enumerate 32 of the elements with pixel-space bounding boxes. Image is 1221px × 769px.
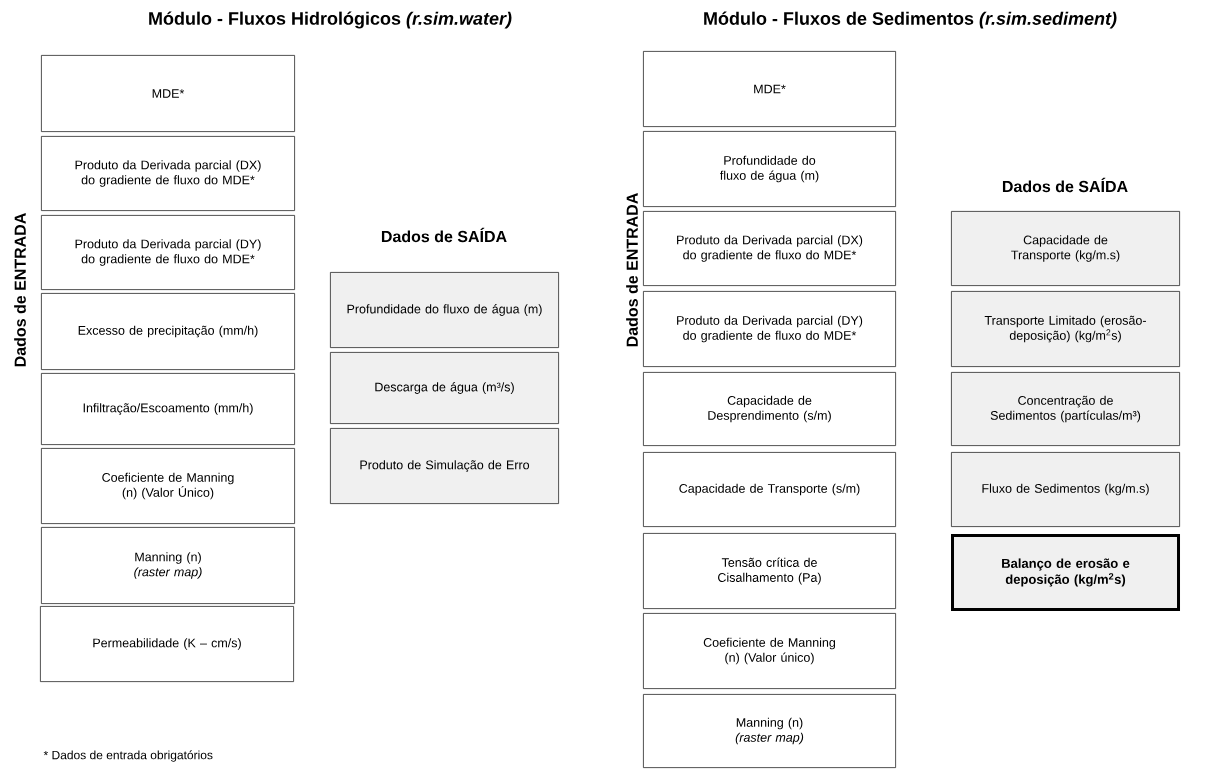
section-label: Dados de ENTRADA — [626, 193, 638, 347]
input-box: Profundidade do fluxo de água (m) — [643, 131, 896, 207]
output-box: Fluxo de Sedimentos (kg/m.s) — [951, 452, 1180, 527]
input-box: MDE* — [643, 51, 896, 127]
output-box: Capacidade de Transporte (kg/m.s) — [951, 211, 1180, 286]
input-box: Capacidade de Desprendimento (s/m) — [643, 372, 896, 446]
input-box: MDE* — [41, 55, 295, 132]
output-box: Concentração de Sedimentos (partículas/m³) — [951, 372, 1180, 446]
input-box: Coeficiente de Manning (n) (Valor Único) — [41, 448, 295, 524]
section-label: Dados de SAÍDA — [381, 227, 507, 243]
input-box: Coeficiente de Manning (n) (Valor único) — [643, 613, 896, 689]
input-box: Permeabilidade (K – cm/s) — [40, 606, 294, 682]
footnote: * Dados de entrada obrigatórios — [43, 750, 213, 762]
input-box: Produto da Derivada parcial (DY) do gradiente de fluxo do MDE* — [41, 215, 295, 290]
module-heading: Módulo - Fluxos Hidrológicos (r.sim.water) — [149, 11, 512, 29]
input-box: Excesso de precipitação (mm/h) — [41, 293, 295, 370]
section-label: Dados de SAÍDA — [1002, 177, 1128, 193]
section-label: Dados de ENTRADA — [14, 213, 26, 367]
output-box: Descarga de água (m³/s) — [330, 352, 559, 424]
output-box: Produto de Simulação de Erro — [330, 428, 559, 504]
result-box: Balanço de erosão e deposição (kg/m$^{2}$s) — [951, 534, 1180, 611]
input-box: Produto da Derivada parcial (DX) do gradiente de fluxo do MDE* — [41, 136, 295, 211]
input-box: Tensão crítica de Cisalhamento (Pa) — [643, 533, 896, 609]
input-box: Manning (n) (raster map) — [643, 694, 896, 768]
output-box: Transporte Limitado (erosão-deposição) (kg/m$^{2}$s) — [951, 291, 1180, 367]
input-box: Infiltração/Escoamento (mm/h) — [41, 373, 295, 445]
module-heading: Módulo - Fluxos de Sedimentos (r.sim.sediment) — [704, 11, 1117, 29]
output-box: Profundidade do fluxo de água (m) — [330, 272, 559, 348]
input-box: Manning (n) (raster map) — [41, 527, 295, 604]
input-box: Produto da Derivada parcial (DX) do gradiente de fluxo do MDE* — [643, 211, 896, 286]
input-box: Produto da Derivada parcial (DY) do gradiente de fluxo do MDE* — [643, 291, 896, 367]
input-box: Capacidade de Transporte (s/m) — [643, 452, 896, 527]
